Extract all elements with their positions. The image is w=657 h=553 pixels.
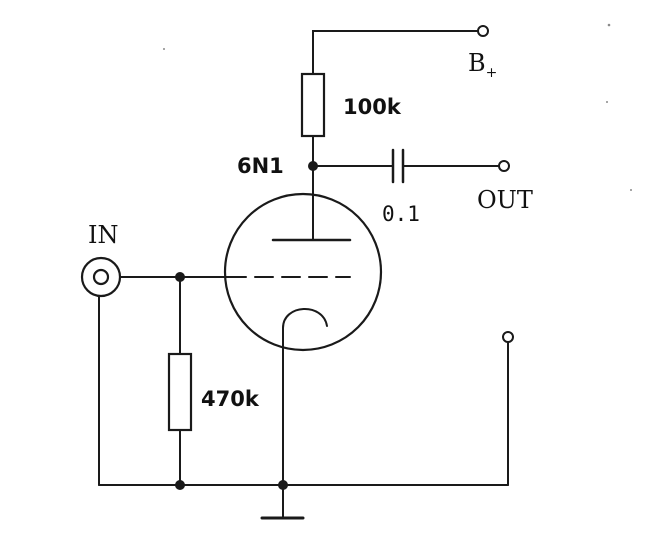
tube-envelope (223, 192, 383, 352)
supply-wire (312, 30, 479, 75)
plate-resistor (300, 72, 326, 138)
scan-speck (630, 189, 632, 191)
tube-label: 6N1 (237, 154, 284, 178)
input-label: IN (88, 221, 118, 249)
output-label: OUT (477, 186, 533, 214)
tube-cathode (282, 308, 328, 329)
coupling-capacitor-label: 0.1 (382, 202, 420, 226)
grid-resistor (167, 352, 193, 432)
ground-node-left (175, 480, 185, 490)
scan-speck (607, 23, 611, 27)
input-jack-outer[interactable] (80, 256, 122, 298)
scan-speck (606, 101, 608, 103)
supply-label-main: B (468, 49, 486, 77)
supply-label-sub: + (486, 65, 498, 81)
output-terminal[interactable] (498, 160, 510, 172)
output-ground-terminal[interactable] (502, 331, 514, 343)
supply-terminal[interactable] (477, 25, 489, 37)
grid-resistor-label: 470k (201, 387, 260, 411)
supply-label: B+ (468, 49, 497, 81)
input-jack-inner (92, 268, 110, 286)
plate-resistor-label: 100k (343, 95, 402, 119)
scan-speck (163, 48, 165, 50)
